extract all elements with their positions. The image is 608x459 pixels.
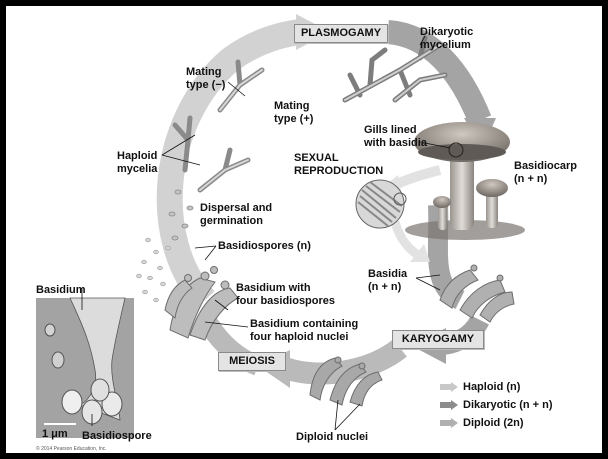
basidium-micrograph (36, 298, 134, 438)
meiosis-box: MEIOSIS (218, 352, 286, 371)
mating-type-plus-line-2: type (+) (274, 113, 313, 126)
basidiospore-label: Basidiospore (82, 430, 152, 443)
basidia-cluster-right (440, 265, 514, 322)
dikaryotic-mycelium-label: Dikaryotic mycelium (420, 26, 473, 52)
plasmogamy-box: PLASMOGAMY (294, 24, 388, 43)
haploid-mycelia-line-2: mycelia (117, 163, 157, 176)
copyright-text: © 2014 Pearson Education, Inc. (36, 446, 107, 452)
gills-line-1: Gills lined (364, 124, 427, 137)
scale-bar-label: 1 μm (42, 428, 68, 440)
basidiocarp-line-1: Basidiocarp (514, 160, 577, 173)
gills-lined-label: Gills lined with basidia (364, 124, 427, 150)
mating-type-plus-line-1: Mating (274, 100, 313, 113)
mating-type-minus-line-2: type (−) (186, 79, 225, 92)
legend-diploid: Diploid (2n) (440, 417, 524, 429)
basidium-four-nuclei-label: Basidium containing four haploid nuclei (250, 318, 358, 344)
legend-haploid-arrow-icon (440, 382, 458, 392)
basidium-label: Basidium (36, 284, 86, 297)
dikaryotic-mycelium-line-1: Dikaryotic (420, 26, 473, 39)
legend-dikaryotic-text: Dikaryotic (n + n) (463, 399, 553, 411)
basidia-nn-line-1: Basidia (368, 268, 407, 281)
mating-type-minus-label: Mating type (−) (186, 66, 225, 92)
basidium-four-spores-line-2: four basidiospores (236, 295, 335, 308)
dispersal-line-2: germination (200, 215, 272, 228)
sexual-reproduction-line-1: SEXUAL (294, 152, 383, 165)
karyogamy-box: KARYOGAMY (392, 330, 484, 349)
legend-dikaryotic: Dikaryotic (n + n) (440, 399, 553, 411)
basidia-nn-line-2: (n + n) (368, 281, 407, 294)
dispersal-label: Dispersal and germination (200, 202, 272, 228)
legend-haploid: Haploid (n) (440, 381, 520, 393)
mating-type-minus-line-1: Mating (186, 66, 225, 79)
basidium-four-nuclei-line-2: four haploid nuclei (250, 331, 358, 344)
legend-diploid-text: Diploid (2n) (463, 417, 524, 429)
basidiocarp-label: Basidiocarp (n + n) (514, 160, 577, 186)
legend-dikaryotic-arrow-icon (440, 400, 458, 410)
legend-diploid-arrow-icon (440, 418, 458, 428)
sexual-reproduction-label: SEXUAL REPRODUCTION (294, 152, 383, 178)
basidium-four-nuclei-line-1: Basidium containing (250, 318, 358, 331)
legend-haploid-text: Haploid (n) (463, 381, 520, 393)
dikaryotic-mycelium-line-2: mycelium (420, 39, 473, 52)
basidiocarp-line-2: (n + n) (514, 173, 577, 186)
basidiospores-n-label: Basidiospores (n) (218, 240, 311, 253)
basidium-four-spores-line-1: Basidium with (236, 282, 335, 295)
haploid-mycelia-line-1: Haploid (117, 150, 157, 163)
mating-type-plus-label: Mating type (+) (274, 100, 313, 126)
basidia-nn-label: Basidia (n + n) (368, 268, 407, 294)
dispersing-basidiospores (137, 238, 171, 302)
gills-line-2: with basidia (364, 137, 427, 150)
basidium-four-spores-label: Basidium with four basidiospores (236, 282, 335, 308)
haploid-mycelia-label: Haploid mycelia (117, 150, 157, 176)
diploid-nuclei-label: Diploid nuclei (296, 431, 368, 444)
dispersal-line-1: Dispersal and (200, 202, 272, 215)
sexual-reproduction-line-2: REPRODUCTION (294, 165, 383, 178)
